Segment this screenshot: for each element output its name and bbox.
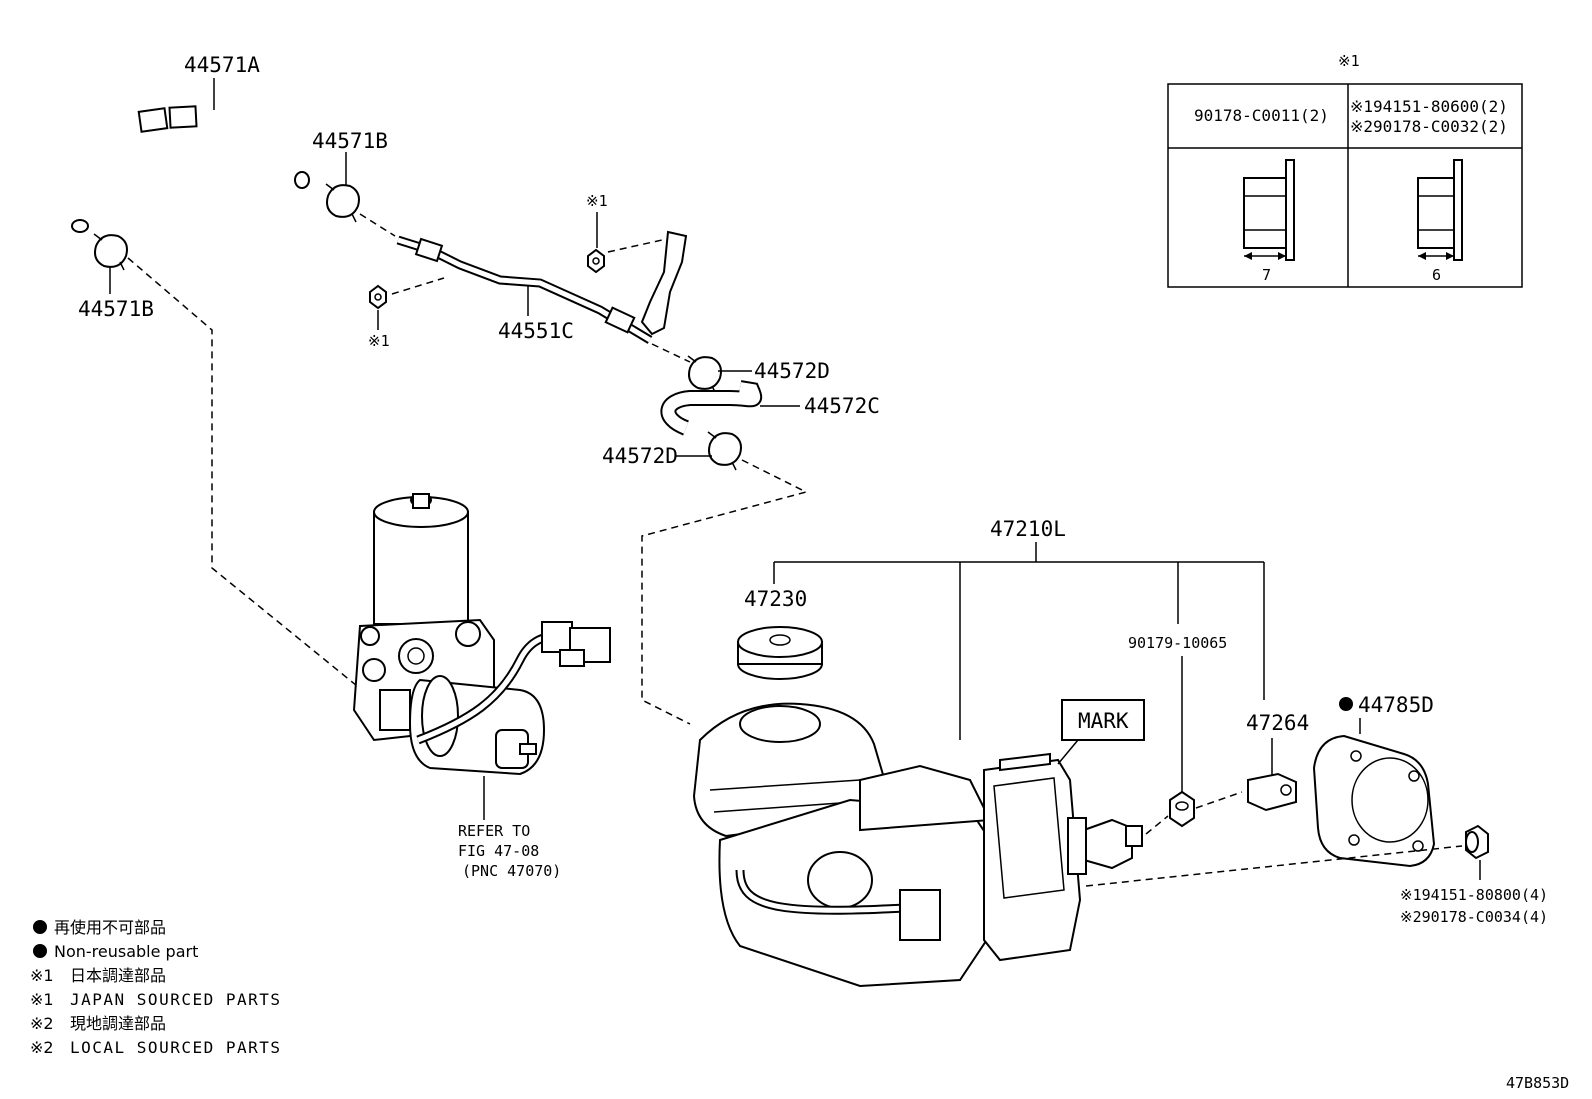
- fastener-col2-size: 6: [1432, 266, 1441, 284]
- legend-line-1: 再使用不可部品: [54, 918, 166, 937]
- note1-upper: ※1: [586, 192, 608, 210]
- mark-label: MARK: [1078, 709, 1129, 733]
- non-reusable-dot: [33, 920, 47, 934]
- legend-line-4-mark: ※1: [30, 990, 54, 1009]
- label-44571b-top: 44571B: [312, 129, 388, 153]
- reservoir-cap-47230: [737, 626, 823, 680]
- fastener-table: ※1 90178-C0011(2) ※194151-80600(2) ※2901…: [1167, 52, 1523, 288]
- legend-line-6-text: LOCAL SOURCED PARTS: [70, 1038, 282, 1057]
- label-44571b-left: 44571B: [78, 297, 154, 321]
- pipe-44551c: [396, 230, 688, 344]
- legend-line-6-mark: ※2: [30, 1038, 54, 1057]
- label-47230: 47230: [744, 587, 807, 611]
- legend-line-5-text: 現地調達部品: [70, 1014, 166, 1033]
- flange-nut-6-icon: [1417, 159, 1463, 261]
- nut-90179-10065: [1169, 790, 1195, 828]
- label-44572d-bottom: 44572D: [602, 444, 678, 468]
- fastener-col2-header-2: ※290178-C0032(2): [1350, 117, 1508, 136]
- refer-line-2: FIG 47-08: [458, 842, 539, 860]
- clevis-47264: [1247, 772, 1297, 812]
- bolt-94151-80800: [1465, 824, 1489, 860]
- bolt-note-line1: ※194151-80800(4): [1400, 886, 1548, 904]
- pump-assembly: [352, 493, 611, 776]
- flange-nut-7-icon: [1243, 159, 1295, 261]
- fastener-col1-header: 90178-C0011(2): [1194, 106, 1329, 125]
- fastener-col1-size: 7: [1262, 266, 1271, 284]
- refer-line-1: REFER TO: [458, 822, 530, 840]
- fastener-col2-header-1: ※194151-80600(2): [1350, 97, 1508, 116]
- legend: 再使用不可部品 Non-reusable part ※1 日本調達部品 ※1 J…: [30, 918, 282, 1057]
- label-44572c: 44572C: [804, 394, 880, 418]
- clamp-44571b-left: [93, 233, 128, 271]
- legend-line-2: Non-reusable part: [54, 942, 198, 961]
- hose-44572c: [660, 380, 763, 436]
- label-90179-10065: 90179-10065: [1128, 634, 1227, 652]
- clamp-44572d-top: [687, 355, 722, 395]
- clamp-44572d-bottom: [707, 431, 742, 471]
- brake-booster-assembly: [692, 702, 1143, 988]
- bolt-note-line2: ※290178-C0034(4): [1400, 908, 1548, 926]
- label-44571a: 44571A: [184, 53, 260, 77]
- label-47264: 47264: [1246, 711, 1309, 735]
- legend-line-3-text: 日本調達部品: [70, 966, 166, 985]
- refer-line-3: (PNC 47070): [462, 862, 561, 880]
- mark-box: MARK: [1057, 699, 1145, 765]
- non-reusable-dot-44785d: [1339, 697, 1353, 711]
- legend-line-5-mark: ※2: [30, 1014, 54, 1033]
- fastener-table-note: ※1: [1338, 52, 1360, 70]
- label-44785d: 44785D: [1358, 693, 1434, 717]
- nut-note1-lower: [369, 284, 387, 310]
- clamp-44571b-top: [325, 183, 360, 223]
- legend-line-3-mark: ※1: [30, 966, 54, 985]
- hose-44571a: [47, 105, 310, 233]
- figure-id: 47B853D: [1506, 1074, 1569, 1092]
- label-44551c: 44551C: [498, 319, 574, 343]
- gasket-44785d: [1312, 734, 1436, 868]
- legend-line-4-text: JAPAN SOURCED PARTS: [70, 990, 282, 1009]
- non-reusable-dot-en: [33, 944, 47, 958]
- note1-lower: ※1: [368, 332, 390, 350]
- label-44572d-top: 44572D: [754, 359, 830, 383]
- label-47210l: 47210L: [990, 517, 1066, 541]
- nut-note1-upper: [587, 248, 605, 274]
